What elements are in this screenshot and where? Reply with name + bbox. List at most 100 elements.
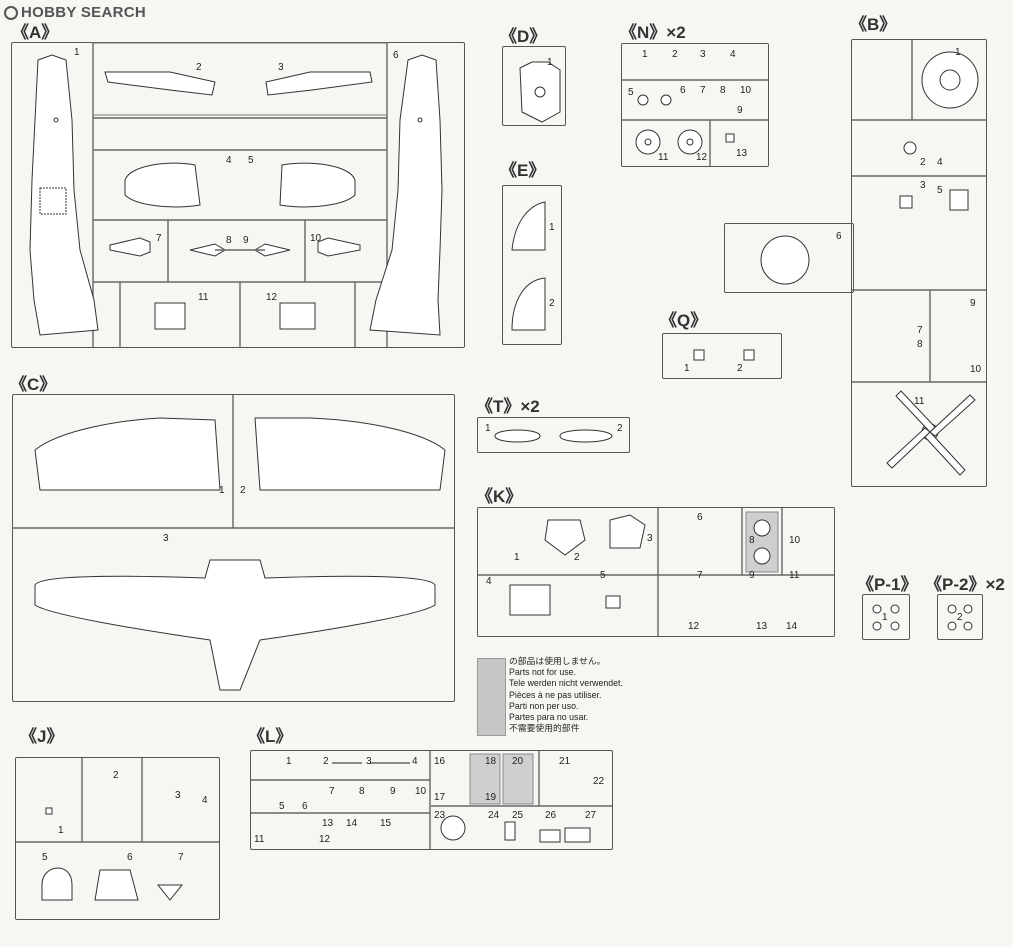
part-l15: 15 [380, 818, 392, 829]
part-k5: 5 [600, 570, 606, 581]
part-l11: 11 [254, 834, 265, 845]
part-n6: 6 [680, 85, 686, 96]
part-k1: 1 [514, 552, 520, 563]
part-k8: 8 [749, 535, 755, 546]
sprue-k-frame [477, 507, 835, 637]
part-l18: 18 [485, 756, 497, 767]
part-k4: 4 [486, 576, 492, 587]
part-t1: 1 [485, 423, 491, 434]
part-j2: 2 [113, 770, 119, 781]
sprue-b-frame [851, 39, 987, 487]
part-l13: 13 [322, 818, 334, 829]
part-q1: 1 [684, 363, 690, 374]
part-t2: 2 [617, 423, 623, 434]
part-l20: 20 [512, 756, 524, 767]
part-c2: 2 [240, 485, 246, 496]
part-n10: 10 [740, 85, 752, 96]
part-b11: 11 [914, 396, 925, 407]
part-l1: 1 [286, 756, 292, 767]
part-l4: 4 [412, 756, 418, 767]
part-l8: 8 [359, 786, 365, 797]
part-l22: 22 [593, 776, 605, 787]
part-l6: 6 [302, 801, 308, 812]
not-used-legend: の部品は使用しません。 Parts not for use. Tele werd… [509, 656, 623, 734]
part-l10: 10 [415, 786, 427, 797]
part-j5: 5 [42, 852, 48, 863]
sprue-p1-frame [862, 594, 910, 640]
sprue-d-label: 《D》 [500, 27, 547, 46]
part-e1: 1 [549, 222, 555, 233]
part-d1: 1 [547, 57, 553, 68]
part-j4: 4 [202, 795, 208, 806]
part-l2: 2 [323, 756, 329, 767]
part-b6: 6 [836, 231, 842, 242]
part-k13: 13 [756, 621, 768, 632]
part-b1: 1 [955, 47, 961, 58]
part-p1-1: 1 [882, 612, 888, 623]
part-k14: 14 [786, 621, 798, 632]
sprue-b-label: 《B》 [850, 15, 897, 34]
part-p2-2: 2 [957, 612, 963, 623]
part-a6: 6 [393, 50, 399, 61]
part-b5: 5 [937, 185, 943, 196]
part-b2: 2 [920, 157, 926, 168]
part-a1: 1 [74, 47, 80, 58]
part-l16: 16 [434, 756, 446, 767]
hobby-search-watermark: HOBBY SEARCH [4, 4, 146, 21]
part-c1: 1 [219, 485, 225, 496]
part-k9: 9 [749, 570, 755, 581]
sprue-k-label: 《K》 [476, 487, 523, 506]
sprue-e-label: 《E》 [500, 161, 546, 180]
part-b9: 9 [970, 298, 976, 309]
part-n4: 4 [730, 49, 736, 60]
part-l27: 27 [585, 810, 597, 821]
sprue-c-label: 《C》 [10, 375, 57, 394]
part-j1: 1 [58, 825, 64, 836]
part-n3: 3 [700, 49, 706, 60]
part-k3: 3 [647, 533, 653, 544]
part-b7: 7 [917, 325, 923, 336]
part-l24: 24 [488, 810, 500, 821]
part-a3: 3 [278, 62, 284, 73]
sprue-e-frame [502, 185, 562, 345]
part-n5: 5 [628, 87, 634, 98]
part-b4: 4 [937, 157, 943, 168]
part-l23: 23 [434, 810, 446, 821]
part-n2: 2 [672, 49, 678, 60]
sprue-j-frame [15, 757, 220, 920]
sprue-p2-label: 《P-2》×2 [925, 575, 1005, 594]
part-l21: 21 [559, 756, 571, 767]
part-a5: 5 [248, 155, 254, 166]
hobby-search-logo-icon [4, 6, 18, 20]
part-a11: 11 [198, 292, 209, 303]
part-j7: 7 [178, 852, 184, 863]
part-l14: 14 [346, 818, 358, 829]
sprue-l-frame [250, 750, 613, 850]
part-b10: 10 [970, 364, 982, 375]
sprue-q-frame [662, 333, 782, 379]
part-k7: 7 [697, 570, 703, 581]
not-used-swatch [477, 658, 506, 736]
part-q2: 2 [737, 363, 743, 374]
part-b8: 8 [917, 339, 923, 350]
part-b3: 3 [920, 180, 926, 191]
part-a7: 7 [156, 233, 162, 244]
part-n9: 9 [737, 105, 743, 116]
part-n7: 7 [700, 85, 706, 96]
part-l5: 5 [279, 801, 285, 812]
sprue-a-label: 《A》 [12, 23, 59, 42]
part-l25: 25 [512, 810, 524, 821]
sprue-t-frame [477, 417, 630, 453]
sprue-p1-label: 《P-1》 [857, 575, 918, 594]
part-l3: 3 [366, 756, 372, 767]
